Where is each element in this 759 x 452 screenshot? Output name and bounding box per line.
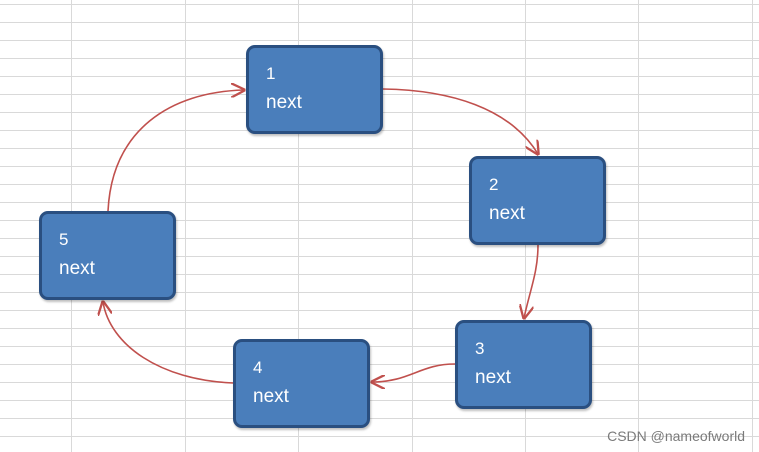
node-pointer-label: next [59,258,95,279]
node-4: 4 next [233,339,370,428]
node-pointer-label: next [475,367,511,388]
node-2: 2 next [469,156,606,245]
node-label: 1 [266,64,276,83]
node-label: 3 [475,339,485,358]
node-pointer-label: next [253,386,289,407]
watermark: CSDN @nameofworld [607,428,745,444]
node-5: 5 next [39,211,176,300]
node-3: 3 next [455,320,592,409]
node-pointer-label: next [489,203,525,224]
node-1: 1 next [246,45,383,134]
edge-1-to-2 [382,88,538,154]
edge-3-to-4 [372,363,456,382]
node-label: 2 [489,175,499,194]
edge-5-to-1 [107,90,244,212]
edge-2-to-3 [524,244,539,318]
node-label: 5 [59,230,69,249]
node-pointer-label: next [266,92,302,113]
node-label: 4 [253,358,263,377]
edge-4-to-5 [103,302,234,384]
